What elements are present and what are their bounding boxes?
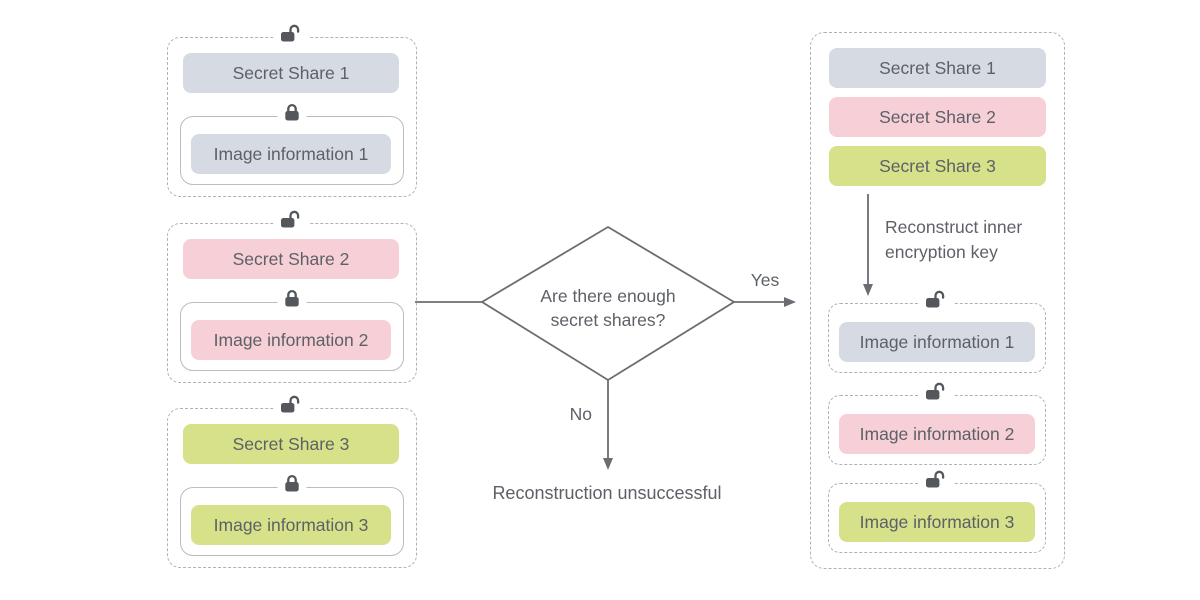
secret-share-box: Secret Share 2	[183, 239, 399, 279]
decision-question-line1: Are there enough	[540, 286, 676, 306]
no-label: No	[569, 404, 592, 424]
open-lock-icon	[920, 469, 954, 488]
open-lock-icon	[920, 289, 954, 308]
image-info-box: Image information 2	[839, 414, 1035, 454]
unlocked-image-group-3: Image information 3	[828, 469, 1046, 553]
image-info-container: Image information 2	[180, 288, 404, 371]
secret-share-box: Secret Share 3	[183, 424, 399, 464]
image-info-box: Image information 3	[839, 502, 1035, 542]
share-group-2: Secret Share 2 Image information 2	[167, 209, 417, 383]
image-info-container: Image information 1	[180, 102, 404, 185]
failure-text: Reconstruction unsuccessful	[492, 483, 722, 503]
image-info-box: Image information 1	[191, 134, 391, 174]
open-lock-icon	[920, 381, 954, 400]
image-info-box: Image information 2	[191, 320, 391, 360]
secret-share-box: Secret Share 3	[829, 146, 1046, 186]
image-info-box: Image information 1	[839, 322, 1035, 362]
reconstruct-arrowhead-icon	[863, 284, 873, 296]
yes-arrowhead-icon	[784, 297, 796, 307]
secret-share-box: Secret Share 1	[829, 48, 1046, 88]
reconstruct-label-line1: Reconstruct inner	[885, 217, 1023, 237]
secret-share-box: Secret Share 1	[183, 53, 399, 93]
closed-lock-icon	[277, 473, 307, 492]
decision-question: Are there enough secret shares?	[483, 284, 733, 332]
share-group-1: Secret Share 1 Image information 1	[167, 23, 417, 197]
decision-question-line2: secret shares?	[550, 310, 666, 330]
share-group-3: Secret Share 3 Image information 3	[167, 394, 417, 568]
unlocked-image-group-1: Image information 1	[828, 289, 1046, 373]
unlocked-image-group-2: Image information 2	[828, 381, 1046, 465]
reconstruct-label-line2: encryption key	[885, 242, 998, 262]
open-lock-icon	[275, 209, 309, 228]
image-info-box: Image information 3	[191, 505, 391, 545]
no-arrowhead-icon	[603, 458, 613, 470]
secret-share-box: Secret Share 2	[829, 97, 1046, 137]
reconstruct-label: Reconstruct inner encryption key	[885, 215, 1055, 265]
open-lock-icon	[275, 23, 309, 42]
open-lock-icon	[275, 394, 309, 413]
closed-lock-icon	[277, 288, 307, 307]
image-info-container: Image information 3	[180, 473, 404, 556]
yes-label: Yes	[750, 270, 780, 290]
reconstruction-panel: Secret Share 1 Secret Share 2 Secret Sha…	[810, 32, 1065, 569]
closed-lock-icon	[277, 102, 307, 121]
